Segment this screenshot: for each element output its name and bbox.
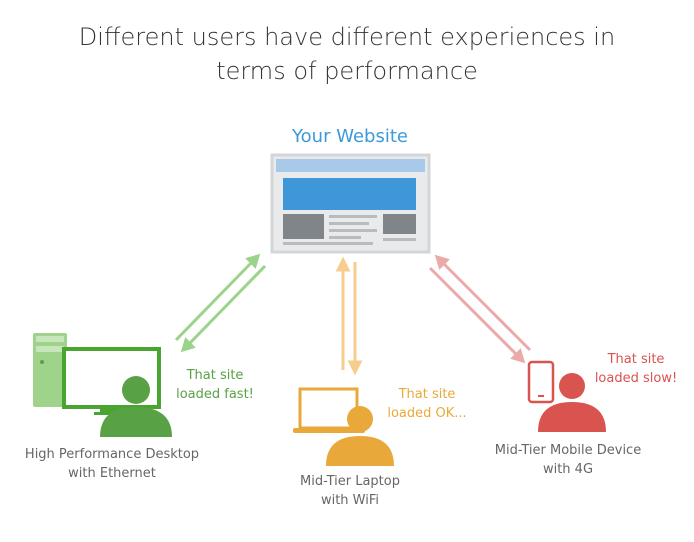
laptop-message: That site loaded OK...: [382, 385, 472, 423]
arrow-laptop-website: [335, 256, 363, 376]
desktop-message-line-1: That site: [186, 368, 244, 383]
desktop-caption-line-1: High Performance Desktop: [24, 447, 200, 462]
mobile-caption-line-2: with 4G: [542, 462, 594, 477]
desktop-message: That site loaded fast!: [170, 366, 260, 404]
desktop-tower-icon: [33, 333, 67, 407]
mobile-caption-line-1: Mid-Tier Mobile Device: [494, 443, 642, 458]
desktop-caption: High Performance Desktop with Ethernet: [12, 445, 212, 483]
laptop-caption: Mid-Tier Laptop with WiFi: [265, 472, 435, 510]
title-line-2: terms of performance: [216, 57, 478, 85]
user-icon: [538, 373, 606, 432]
user-icon: [100, 376, 172, 437]
desktop-caption-line-2: with Ethernet: [68, 466, 156, 481]
website-icon: [270, 153, 431, 254]
website-label: Your Website: [292, 126, 408, 147]
laptop-icon: [293, 387, 365, 433]
mobile-caption: Mid-Tier Mobile Device with 4G: [478, 441, 658, 479]
title-line-1: Different users have different experienc…: [78, 23, 616, 51]
laptop-message-line-2: loaded OK...: [387, 406, 467, 421]
user-icon: [326, 406, 394, 466]
laptop-message-line-1: That site: [398, 387, 456, 402]
laptop-caption-line-1: Mid-Tier Laptop: [300, 474, 400, 489]
arrow-desktop-website: [174, 253, 267, 353]
mobile-message-line-2: loaded slow!: [594, 371, 678, 386]
mobile-message: That site loaded slow!: [588, 350, 684, 388]
laptop-caption-line-2: with WiFi: [320, 493, 380, 508]
desktop-message-line-2: loaded fast!: [176, 387, 254, 402]
diagram-title: Different users have different experienc…: [0, 20, 694, 88]
phone-icon: [527, 360, 555, 404]
mobile-message-line-1: That site: [607, 352, 665, 367]
arrow-mobile-website: [428, 254, 532, 364]
